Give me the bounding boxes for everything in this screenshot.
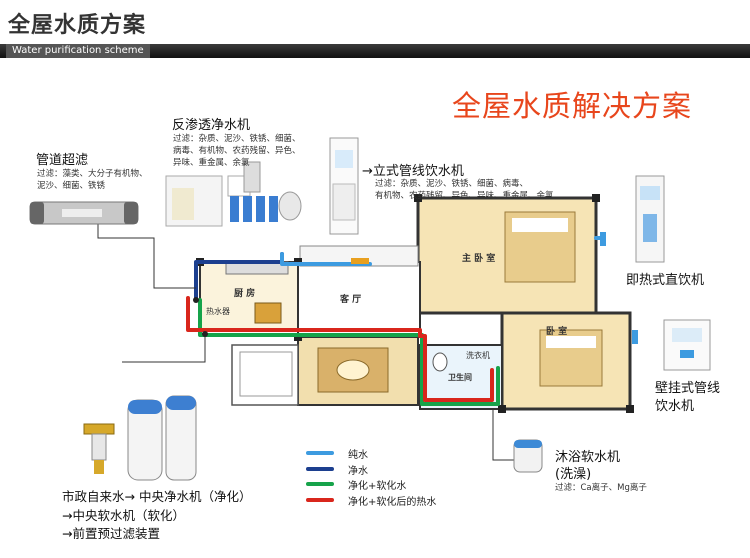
leader-lines — [97, 222, 516, 461]
pre-filter-device — [83, 423, 115, 474]
standing-dispenser-desc-1: 过滤：杂质、泥沙、铁锈、细菌、病毒、 — [375, 179, 529, 189]
header-bar — [0, 44, 750, 58]
legend-swatch — [306, 482, 334, 486]
central-line-3: →前置预过滤装置 — [62, 526, 160, 541]
pipeline-filter-desc-2: 泥沙、细菌、铁锈 — [37, 181, 106, 191]
legend-swatch — [306, 467, 334, 471]
legend-label: 净化+软化后的热水 — [348, 497, 437, 508]
central-line-1: 市政自来水→ 中央净水机（净化） — [62, 489, 252, 504]
column — [498, 405, 506, 413]
ro-purifier-desc-2: 病毒、有机物、农药残留、异色、 — [173, 146, 301, 156]
room-label-living-room: 客 厅 — [340, 295, 362, 305]
header-title: 全屋水质方案 — [8, 13, 147, 38]
balcony-inner — [239, 351, 293, 397]
column — [626, 405, 634, 413]
bath-softener-desc: 过滤：Ca离子、Mg离子 — [555, 483, 647, 493]
wall-dispenser-device — [663, 319, 711, 371]
master-bed-pillow — [512, 218, 568, 232]
ro-purifier-desc-1: 过滤：杂质、泥沙、铁锈、细菌、 — [173, 134, 301, 144]
central-softener-device — [127, 395, 197, 481]
standing-dispenser-desc-2: 有机物、农药残留、异色、异味、重金属、余氯 — [375, 191, 554, 201]
pipeline-filter-title: 管道超滤 — [36, 153, 89, 168]
valve-master — [600, 232, 606, 246]
legend-label: 纯水 — [348, 450, 368, 461]
column — [414, 194, 422, 202]
living-room — [297, 261, 421, 338]
room-label-master-bedroom: 主 卧 室 — [462, 254, 496, 264]
leader-bath-softener — [492, 409, 516, 461]
dining-table — [254, 302, 282, 324]
toilet — [432, 352, 448, 372]
room-label-water-heater: 热水器 — [206, 307, 230, 316]
header-subtitle: Water purification scheme — [6, 44, 150, 58]
bath-softener-device — [513, 439, 543, 473]
leader-pipeline-filter — [97, 222, 196, 289]
sofa-set — [317, 347, 389, 393]
legend-swatch — [306, 498, 334, 502]
legend-label: 净化+软化水 — [348, 481, 407, 492]
ro-purifier-desc-3: 异味、重金属、余氯 — [173, 158, 250, 168]
legend-swatch — [306, 451, 334, 455]
devices — [29, 137, 711, 481]
wall-dispenser-title-2: 饮水机 — [655, 399, 695, 414]
room-label-washing-machine: 洗衣机 — [466, 351, 490, 360]
ro-purifier-device — [165, 161, 302, 227]
pipe-hot — [186, 296, 494, 402]
instant-heater-title: 即热式直饮机 — [626, 273, 705, 288]
central-line-2: →中央软水机（软化） — [62, 508, 185, 523]
standing-dispenser-title: →立式管线饮水机 — [362, 164, 464, 179]
pipeline-filter-desc-1: 过滤：藻类、大分子有机物、 — [37, 169, 148, 179]
bath-softener-title-2: (洗澡) — [555, 467, 592, 482]
ro-purifier-title: 反渗透净水机 — [172, 118, 251, 133]
wall-dispenser-title-1: 壁挂式管线 — [655, 381, 721, 396]
room-label-bedroom: 卧 室 — [546, 327, 568, 337]
column — [592, 194, 600, 202]
room-label-bathroom: 卫生间 — [448, 373, 472, 382]
balcony — [231, 344, 299, 406]
standing-dispenser-device — [329, 137, 359, 235]
leader-central — [122, 334, 206, 363]
bath-softener-title-1: 沐浴软水机 — [555, 450, 621, 465]
valve-bedroom — [632, 330, 638, 344]
valve-living — [351, 258, 369, 264]
legend-label: 净水 — [348, 466, 368, 477]
coffee-table — [336, 359, 370, 381]
room-label-kitchen: 厨 房 — [234, 289, 256, 299]
floor-plan — [196, 194, 634, 413]
main-title: 全屋水质解决方案 — [452, 89, 693, 123]
pipeline-filter-device — [29, 201, 139, 225]
instant-heater-device — [635, 175, 665, 263]
bedroom-bed-pillow — [546, 336, 596, 348]
